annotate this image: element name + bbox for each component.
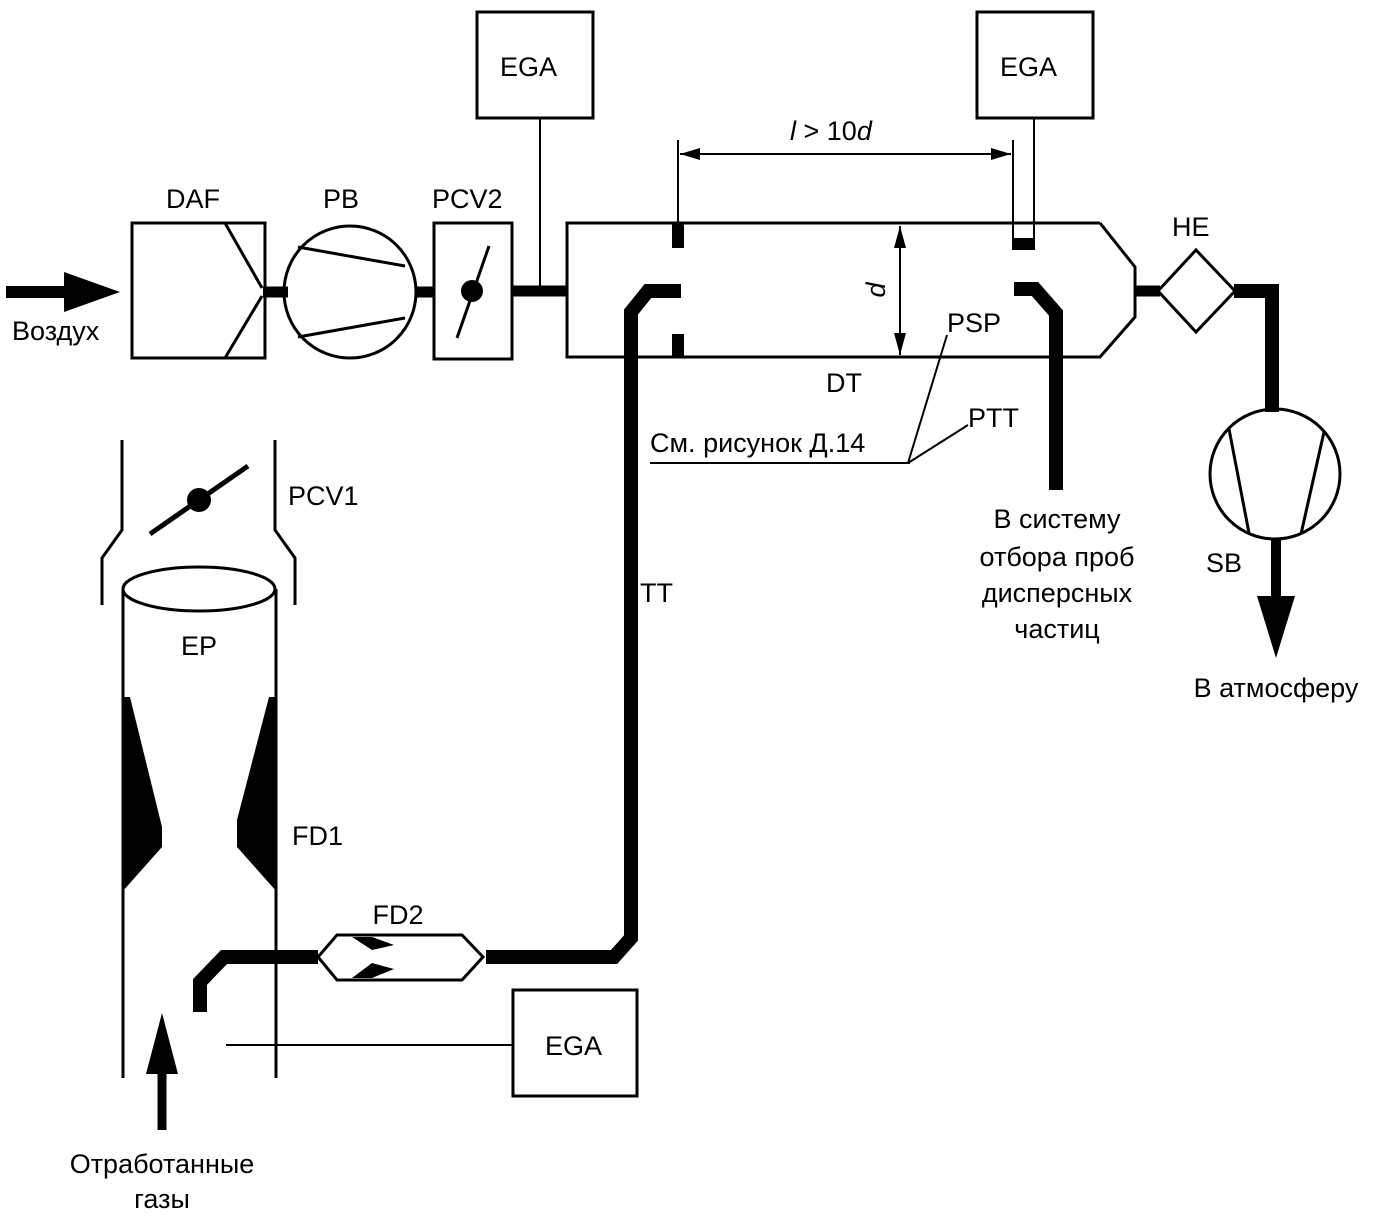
- atmosphere-outlet-label: В атмосферу: [1194, 673, 1359, 703]
- exhaust-outer-duct: [100, 440, 297, 605]
- dilution-tunnel: [565, 221, 1137, 359]
- he-label: HE: [1172, 212, 1210, 242]
- dt-label: DT: [826, 368, 862, 398]
- ptt-label: PTT: [968, 403, 1019, 433]
- fd2-flow-divider: [316, 933, 486, 982]
- pipe-he-sb: [1234, 284, 1279, 412]
- ptt-leader-line: [907, 424, 969, 464]
- sb-blower: [1208, 407, 1342, 541]
- atmosphere-outlet-arrow: [1257, 539, 1295, 658]
- pcv1-valve: [148, 463, 250, 537]
- length-dimension: [677, 140, 1014, 250]
- pcv2-valve: [432, 221, 514, 361]
- fd2-label: FD2: [372, 900, 423, 930]
- psp-leader-line: [907, 334, 948, 464]
- ega-top-right-probe: [1013, 118, 1035, 250]
- diameter-dimension: [894, 226, 906, 355]
- ega-top-right-label: EGA: [1000, 52, 1057, 82]
- length-diameter-symbol: d: [857, 116, 873, 146]
- particulate-outlet-label: В систему отбора проб дисперсных частиц: [980, 504, 1135, 644]
- length-label: l > 10d: [790, 116, 873, 146]
- daf-label: DAF: [166, 184, 220, 214]
- tt-label: TT: [640, 578, 673, 608]
- fd1-label: FD1: [292, 821, 343, 851]
- ega-analyzer-bottom: [511, 988, 639, 1098]
- air-inlet-label: Воздух: [12, 316, 100, 346]
- psp-probe-pipe: [1014, 282, 1063, 490]
- exhaust-sampling-pipe: [193, 950, 318, 1012]
- sb-label: SB: [1206, 548, 1242, 578]
- length-symbol: l: [790, 116, 797, 146]
- exhaust-inlet-arrow: [146, 1013, 178, 1130]
- particulate-outlet-line-4: частиц: [1014, 614, 1100, 644]
- diameter-label: d: [861, 282, 891, 298]
- air-inlet-arrow: [6, 272, 120, 312]
- particulate-outlet-line-2: отбора проб: [980, 542, 1135, 572]
- particulate-outlet-line-3: дисперсных: [982, 578, 1133, 608]
- pb-label: PB: [323, 184, 359, 214]
- ega-bottom-label: EGA: [545, 1031, 602, 1061]
- pb-blower: [282, 224, 418, 360]
- exhaust-inlet-line-1: Отработанные: [70, 1149, 255, 1179]
- pcv2-label: PCV2: [432, 184, 503, 214]
- psp-label: PSP: [947, 308, 1001, 338]
- he-heat-exchanger: [1155, 247, 1238, 335]
- ega-analyzer-top-left: [475, 10, 595, 120]
- reference-note: См. рисунок Д.14: [650, 428, 865, 458]
- particulate-outlet-line-1: В систему: [993, 504, 1121, 534]
- ep-label: EP: [181, 631, 217, 661]
- fd1-flow-divider: [122, 697, 277, 892]
- length-rule: > 10: [796, 116, 857, 146]
- pcv1-label: PCV1: [288, 481, 359, 511]
- daf-filter: [130, 221, 267, 360]
- exhaust-inlet-line-2: газы: [134, 1184, 190, 1214]
- tt-transfer-tube: [486, 284, 681, 964]
- ega-top-left-label: EGA: [500, 52, 557, 82]
- exhaust-inlet-label: Отработанные газы: [70, 1149, 255, 1214]
